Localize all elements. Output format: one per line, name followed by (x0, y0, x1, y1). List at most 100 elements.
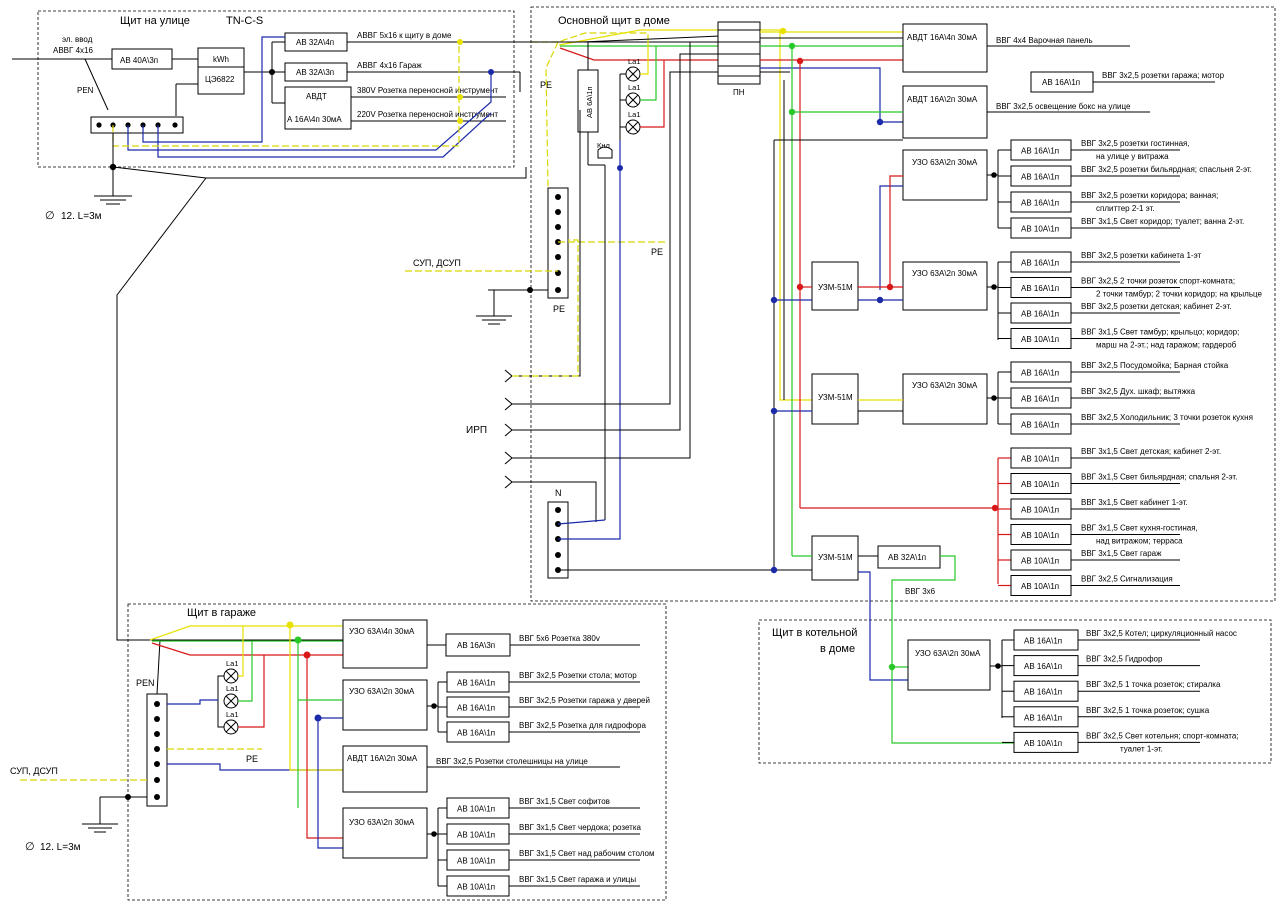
boiler-cable-label: ВВГ 3х6 (905, 587, 936, 596)
breaker-label: АВ 16А\1п (1021, 147, 1059, 156)
garage-380-cable: ВВГ 5х6 Розетка 380v (519, 634, 600, 643)
house-lamp-1: La1 (628, 57, 641, 66)
garage-sockets-cable: ВВГ 3х2,5 розетки гаража; мотор (1102, 71, 1225, 80)
ab32-boiler (877, 545, 941, 569)
house-panel-title: Основной щит в доме (558, 15, 670, 27)
circuit-cable-label: ВВГ 3х2,5 Дух. шкаф; вытяжка (1081, 387, 1196, 396)
cable-garage-label: АВВГ 4х16 Гараж (357, 61, 422, 70)
circuit-cable-label: ВВГ 3х2,5 розетки бильярдная; спасльня 2… (1081, 165, 1252, 174)
garage-ab380-label: АВ 16А\3п (457, 641, 495, 650)
grounding-system-label: TN-C-S (226, 15, 263, 27)
uzo-group-1-label: УЗО 63А\2п 30мА (912, 158, 978, 167)
garage-uzo-4p-label: УЗО 63А\4п 30мА (349, 627, 415, 636)
uzo-group-1 (902, 149, 988, 201)
circuit-cable-label-2: 2 точки тамбур; 2 точки коридор; на крыл… (1096, 290, 1262, 299)
circuit-cable-label-2: марш на 2-эт.; над гаражом; гардероб (1096, 341, 1237, 350)
breaker-label: АВ 16А\1п (1021, 310, 1059, 319)
circuit-cable-label: ВВГ 3х1,5 Свет гараж (1081, 549, 1162, 558)
uzo-group-3-label: УЗО 63А\2п 30мА (912, 381, 978, 390)
meter-model-label: ЦЭ6822 (205, 75, 235, 84)
uzo-group-2-label: УЗО 63А\2п 30мА (912, 269, 978, 278)
boiler-panel-title-1: Щит в котельной (772, 627, 857, 639)
breaker-label: АВ 16А\1п (457, 704, 495, 713)
garage-lamp-1: La1 (226, 659, 239, 668)
input-label-1: эл. ввод (62, 35, 93, 44)
breaker-label: АВ 10А\1п (1021, 557, 1059, 566)
circuit-cable-label: ВВГ 3х1,5 Свет гаража и улицы (519, 875, 636, 884)
breaker-label: АВ 10А\1п (1021, 531, 1059, 540)
breaker-label: АВ 10А\1п (457, 805, 495, 814)
garage-sup-label: СУП, ДСУП (10, 766, 58, 776)
circuit-cable-label: ВВГ 3х1,5 Свет детская; кабинет 2-эт. (1081, 447, 1221, 456)
avdt-box-light (902, 85, 988, 139)
uzm-relay-3-label: УЗМ-51М (818, 553, 853, 562)
uzm-relay-1-label: УЗМ-51М (818, 283, 853, 292)
circuit-cable-label: ВВГ 3х2,5 Гидрофор (1086, 655, 1163, 664)
garage-indicator-lamps (223, 668, 239, 735)
breaker-label: АВ 10А\1п (457, 831, 495, 840)
breaker-label: АВ 16А\1п (1021, 284, 1059, 293)
breaker-label: АВ 16А\1п (1024, 688, 1062, 697)
breaker-label: АВ 16А\1п (1021, 395, 1059, 404)
circuit-cable-label: ВВГ 3х2,5 Свет котельня; спорт-комната; (1086, 731, 1239, 740)
garage-pen-label: PEN (136, 678, 155, 688)
breaker-label: АВ 10А\1п (1021, 582, 1059, 591)
street-panel-frame (37, 10, 515, 168)
cable-house-label: АВВГ 5х16 к щиту в доме (357, 31, 452, 40)
circuit-cable-label: ВВГ 3х2,5 1 точка розеток; стиралка (1086, 680, 1221, 689)
uzm-relay-2-label: УЗМ-51М (818, 393, 853, 402)
boiler-uzo-label: УЗО 63А\2п 30мА (915, 649, 981, 658)
circuit-cable-label: ВВГ 3х1,5 Свет бильярдная; спальня 2-эт. (1081, 473, 1237, 482)
avdt-box-label: АВДТ 16А\2п 30мА (907, 95, 978, 104)
street-ground-diameter: ∅ (45, 210, 55, 222)
circuit-cable-label: ВВГ 3х1,5 Свет кабинет 1-эт. (1081, 498, 1188, 507)
breaker-label: АВ 10А\1п (1021, 335, 1059, 344)
uzo-group-3 (902, 373, 988, 425)
breaker-label: АВ 16А\1п (1021, 369, 1059, 378)
garage-avdt-cable: ВВГ 3х2,5 Розетки столешницы на улице (436, 757, 588, 766)
meter-unit-label: kWh (213, 55, 229, 64)
breaker-label: АВ 10А\1п (1021, 506, 1059, 515)
breaker-label: АВ 10А\1п (1024, 739, 1062, 748)
house-lamp-3: La1 (628, 110, 641, 119)
circuit-cable-label: ВВГ 3х1,5 Свет над рабочим столом (519, 849, 654, 858)
garage-avdt-label: АВДТ 16А\2п 30мА (347, 754, 418, 763)
ab-garage-sockets-label: АВ 16А\1п (1042, 78, 1080, 87)
socket-380-label: 380V Розетка переносной инструмент (357, 86, 498, 95)
circuit-cable-label: ВВГ 3х2,5 2 точки розеток спорт-комната; (1081, 277, 1235, 286)
circuit-cable-label: ВВГ 3х2,5 1 точка розеток; сушка (1086, 706, 1210, 715)
garage-uzo-a-label: УЗО 63А\2п 30мА (349, 687, 415, 696)
n-bus-label: N (555, 488, 562, 498)
house-pe-right: PE (651, 247, 663, 257)
socket-220-label: 220V Розетка переносной инструмент (357, 110, 498, 119)
circuit-cable-label: ВВГ 3х2,5 Посудомойка; Барная стойка (1081, 361, 1229, 370)
breaker-label: АВ 10А\1п (457, 857, 495, 866)
circuit-cable-label: ВВГ 3х2,5 Сигнализация (1081, 575, 1173, 584)
garage-panel-frame (127, 603, 667, 901)
breaker-house-label: АВ 32А\4п (296, 38, 334, 47)
garage-ground-diameter: ∅ (25, 841, 35, 853)
uzm-relay-1 (811, 261, 859, 311)
pe-bus-label: PE (553, 304, 565, 314)
main-breaker-label: АВ 40А\3п (120, 56, 158, 65)
circuit-cable-label: ВВГ 3х2,5 розетки детская; кабинет 2-эт. (1081, 302, 1231, 311)
breaker-label: АВ 16А\1п (1021, 173, 1059, 182)
circuit-cable-label: ВВГ 3х2,5 розетки кабинета 1-эт (1081, 251, 1201, 260)
street-ground-rod-label: 12. L=3м (61, 211, 102, 222)
breaker-label: АВ 10А\1п (1021, 225, 1059, 234)
garage-uzo-b (342, 807, 428, 859)
uzo-group-2 (902, 261, 988, 311)
circuit-cable-label: ВВГ 3х1,5 Свет коридор; туалет; ванна 2-… (1081, 217, 1244, 226)
uzm-relay-3 (811, 535, 859, 581)
ab32-label: АВ 32А\1п (888, 553, 926, 562)
circuit-cable-label: ВВГ 3х1,5 Свет чердока; розетка (519, 823, 642, 832)
energy-meter (197, 47, 245, 95)
circuit-cable-label-2: над витражом; терраса (1096, 537, 1183, 546)
breaker-label: АВ 16А\1п (457, 729, 495, 738)
pn-block (717, 21, 761, 85)
house-sup-label: СУП, ДСУП (413, 258, 461, 268)
